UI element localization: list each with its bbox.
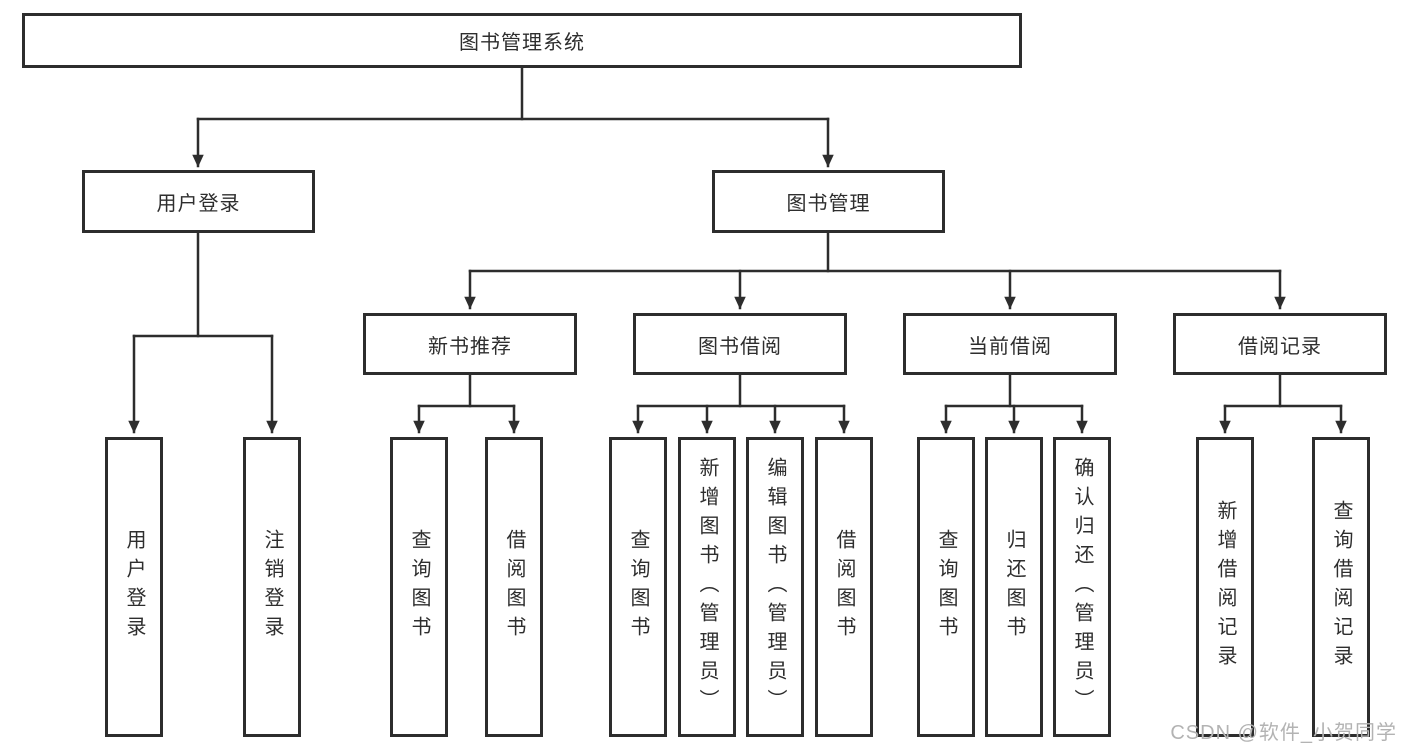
watermark: CSDN @软件_小贺同学 <box>1170 722 1397 744</box>
node-current-borrowing: 当前借阅 <box>903 313 1117 375</box>
leaf-label: 注销登录 <box>261 529 283 645</box>
node-book-management: 图书管理 <box>712 170 945 233</box>
leaf-label: 新增图书（管理员） <box>696 456 718 718</box>
connector-root <box>192 66 834 168</box>
leaf-borrow-books-borrowing: 借阅图书 <box>815 437 873 737</box>
connector-new-book-recommendation <box>413 373 520 434</box>
leaf-label: 新增借阅记录 <box>1214 500 1236 674</box>
connector-borrowing-records <box>1219 373 1347 434</box>
leaf-query-books-recommend: 查询图书 <box>390 437 448 737</box>
leaf-return-books: 归还图书 <box>985 437 1043 737</box>
leaf-borrow-books-recommend: 借阅图书 <box>485 437 543 737</box>
leaf-query-books-borrowing: 查询图书 <box>609 437 667 737</box>
leaf-confirm-return-admin: 确认归还（管理员） <box>1053 437 1111 737</box>
node-library-management-system: 图书管理系统 <box>22 13 1022 68</box>
leaf-add-book-admin: 新增图书（管理员） <box>678 437 736 737</box>
leaf-label: 编辑图书（管理员） <box>764 456 786 718</box>
leaf-label: 查询图书 <box>627 529 649 645</box>
leaf-label: 借阅图书 <box>833 529 855 645</box>
node-book-borrowing: 图书借阅 <box>633 313 847 375</box>
leaf-add-borrow-record: 新增借阅记录 <box>1196 437 1254 737</box>
leaf-query-borrow-record: 查询借阅记录 <box>1312 437 1370 737</box>
node-user-login: 用户登录 <box>82 170 315 233</box>
leaf-edit-book-admin: 编辑图书（管理员） <box>746 437 804 737</box>
leaf-label: 查询借阅记录 <box>1330 500 1352 674</box>
leaf-label: 查询图书 <box>935 529 957 645</box>
leaf-label: 用户登录 <box>123 529 145 645</box>
leaf-label: 确认归还（管理员） <box>1071 456 1093 718</box>
leaf-user-login: 用户登录 <box>105 437 163 737</box>
leaf-label: 归还图书 <box>1003 529 1025 645</box>
connector-book-borrowing <box>632 373 850 434</box>
connector-book-management <box>464 231 1286 310</box>
leaf-label: 借阅图书 <box>503 529 525 645</box>
node-borrowing-records: 借阅记录 <box>1173 313 1387 375</box>
connector-user-login <box>128 231 278 434</box>
leaf-logout: 注销登录 <box>243 437 301 737</box>
leaf-label: 查询图书 <box>408 529 430 645</box>
node-new-book-recommendation: 新书推荐 <box>363 313 577 375</box>
leaf-query-books-current: 查询图书 <box>917 437 975 737</box>
connector-current-borrowing <box>940 373 1088 434</box>
